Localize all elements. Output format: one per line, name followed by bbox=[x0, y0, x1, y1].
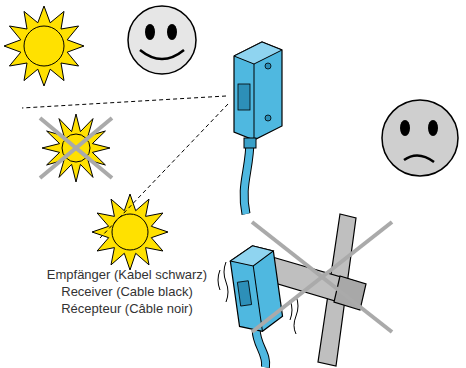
vibration-marks bbox=[218, 262, 298, 334]
caption-line: Récepteur (Câble noir) bbox=[20, 300, 234, 317]
view-line bbox=[22, 96, 226, 108]
caption-line: Empfänger (Kabel schwarz) bbox=[20, 266, 234, 283]
struck-sensor bbox=[229, 243, 290, 368]
sun-rays bbox=[92, 194, 168, 270]
view-line bbox=[100, 104, 228, 238]
cross bbox=[40, 118, 112, 178]
cross bbox=[252, 222, 392, 332]
caption-block: Empfänger (Kabel schwarz)Receiver (Cable… bbox=[20, 266, 234, 317]
sad-face bbox=[382, 100, 458, 176]
cross bbox=[252, 222, 392, 332]
receiver-sensor bbox=[234, 42, 282, 214]
happy-face bbox=[128, 6, 196, 74]
caption-line: Receiver (Cable black) bbox=[20, 283, 234, 300]
sun-rays bbox=[4, 6, 84, 86]
sun-core bbox=[24, 26, 64, 66]
sun-core bbox=[112, 214, 148, 250]
cross bbox=[40, 118, 112, 178]
